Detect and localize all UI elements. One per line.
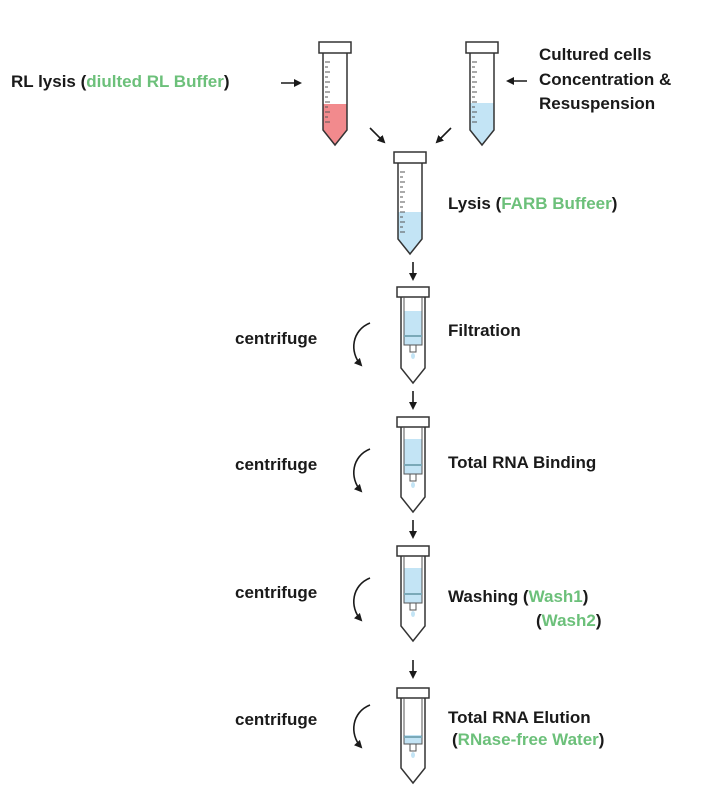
- rl-lysis-tube-icon: [318, 41, 352, 147]
- washing-label: Washing (Wash1): [448, 587, 588, 607]
- filtration-label: Filtration: [448, 321, 521, 340]
- centrifuge-label: centrifuge: [235, 710, 318, 729]
- rl-lysis-label: RL lysis (diulted RL Buffer): [11, 72, 230, 92]
- lysis-tube-icon: [393, 151, 427, 256]
- binding-spin-column-icon: [396, 416, 430, 514]
- wash2-text: Wash2: [541, 611, 596, 630]
- lysis-text: Lysis (: [448, 194, 502, 213]
- wash2-paren-close: ): [595, 611, 602, 630]
- arrow-diagonal-icon: [369, 127, 386, 144]
- lysis-label: Lysis (FARB Buffeer): [448, 194, 617, 214]
- cultured-cells-line3: Resuspension: [539, 94, 656, 113]
- washing2-label: (Wash2): [536, 611, 602, 631]
- rotation-arrow-icon: [353, 577, 371, 622]
- binding-label: Total RNA Binding: [448, 453, 597, 472]
- arrow-diagonal-icon: [435, 127, 452, 144]
- rotation-arrow-icon: [353, 704, 371, 749]
- rnase-free-water-text: RNase-free Water: [457, 730, 599, 749]
- wash1-text: Wash1: [528, 587, 583, 606]
- rl-buffer-text: diulted RL Buffer: [86, 72, 224, 91]
- cultured-cells-tube-icon: [465, 41, 499, 147]
- elution-paren-open: (: [452, 730, 458, 749]
- filtration-spin-column-icon: [396, 286, 430, 385]
- centrifuge-label: centrifuge: [235, 583, 318, 602]
- rotation-arrow-icon: [353, 448, 371, 493]
- rl-lysis-paren: ): [223, 72, 230, 91]
- washing-text: Washing (: [448, 587, 529, 606]
- elution-spin-column-icon: [396, 687, 430, 785]
- cultured-cells-line2: Concentration &: [539, 70, 672, 89]
- lysis-paren: ): [611, 194, 618, 213]
- rl-lysis-text: RL lysis (: [11, 72, 87, 91]
- elution2-label: (RNase-free Water): [452, 730, 604, 750]
- rotation-arrow-icon: [353, 322, 371, 367]
- farb-buffer-text: FARB Buffeer: [501, 194, 612, 213]
- elution-label: Total RNA Elution: [448, 708, 591, 727]
- elution-paren-close: ): [598, 730, 605, 749]
- cultured-cells-line1: Cultured cells: [539, 45, 652, 64]
- flow-arrows: [281, 77, 527, 679]
- centrifuge-label: centrifuge: [235, 455, 318, 474]
- wash2-paren-open: (: [536, 611, 542, 630]
- washing-paren: ): [582, 587, 589, 606]
- washing-spin-column-icon: [396, 545, 430, 643]
- centrifuge-label: centrifuge: [235, 329, 318, 348]
